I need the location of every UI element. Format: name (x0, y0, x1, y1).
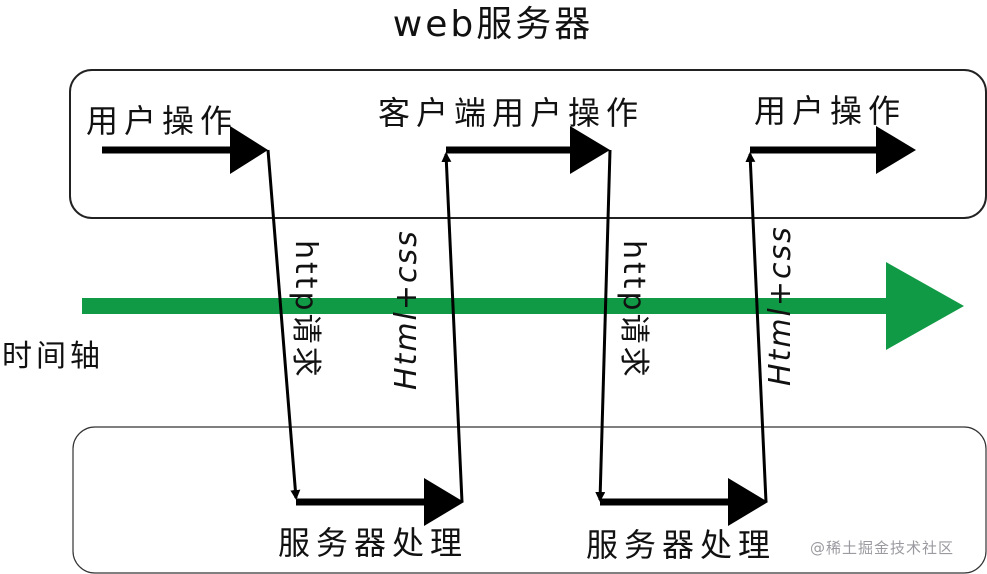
request-arrow-2 (595, 149, 612, 502)
response-label-1: Html+css (389, 229, 424, 390)
timeline-arrow (82, 262, 964, 350)
server-process-label-2: 服务器处理 (586, 526, 776, 564)
server-box (72, 426, 987, 574)
server-process-arrow-2 (600, 478, 768, 526)
request-label-1: http请求 (288, 240, 323, 380)
server-process-label-1: 服务器处理 (278, 524, 468, 562)
timeline-label: 时间轴 (2, 339, 104, 374)
request-label-2: http请求 (616, 240, 651, 380)
watermark: @稀土掘金技术社区 (810, 539, 954, 557)
client-box (69, 69, 987, 219)
user-action-arrow-2 (750, 126, 916, 174)
client-action-arrow (446, 126, 610, 174)
user-action-label-2: 用户操作 (754, 92, 906, 130)
client-action-label: 客户端用户操作 (378, 94, 644, 132)
diagram-title: web服务器 (393, 4, 593, 45)
response-label-2: Html+css (763, 225, 798, 386)
response-arrow-1 (441, 152, 464, 503)
user-action-label-1: 用户操作 (86, 102, 238, 140)
user-action-arrow-1 (102, 126, 268, 174)
request-arrow-1 (266, 149, 301, 500)
response-arrow-2 (745, 152, 768, 503)
server-process-arrow-1 (296, 478, 464, 526)
